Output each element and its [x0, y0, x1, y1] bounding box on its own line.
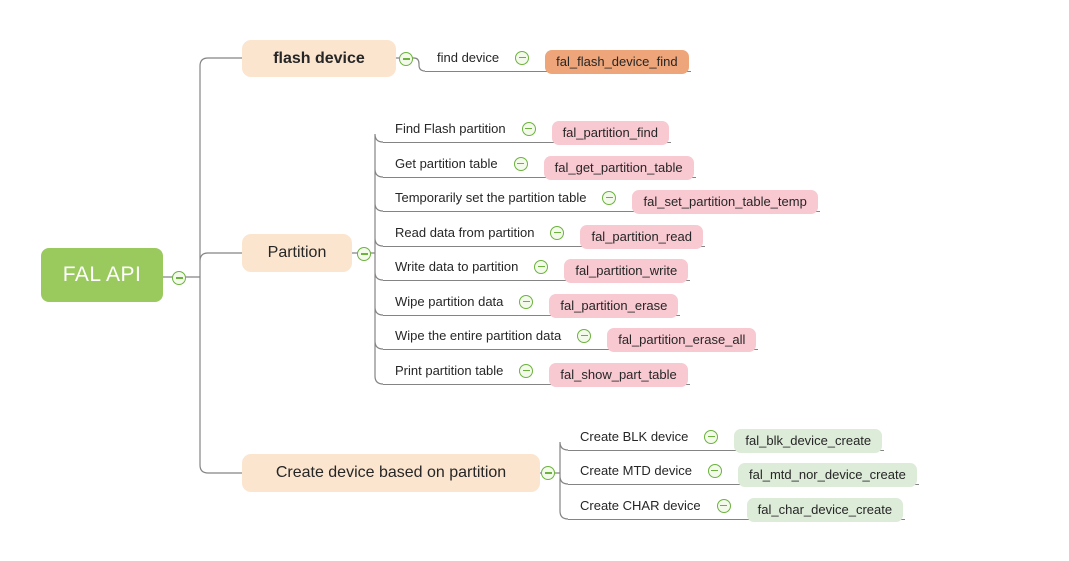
collapse-icon[interactable] — [521, 121, 536, 136]
branch-topic-label: Create device based on partition — [275, 464, 507, 481]
collapse-icon[interactable] — [716, 498, 731, 513]
root-topic[interactable]: FAL API — [41, 248, 163, 302]
collapse-icon[interactable] — [172, 271, 186, 285]
subtopic-label: Wipe partition data — [395, 294, 504, 309]
subtopic-row-find-device[interactable]: find device fal_flash_device_find — [425, 44, 691, 74]
collapse-icon[interactable] — [704, 429, 719, 444]
subtopic-label: Create MTD device — [580, 463, 692, 478]
subtopic-label: Find Flash partition — [395, 121, 506, 136]
collapse-icon[interactable] — [541, 466, 555, 480]
branch-topic-create-device[interactable]: Create device based on partition — [242, 454, 540, 492]
subtopic-label: find device — [437, 50, 500, 65]
subtopic-label: Print partition table — [395, 363, 504, 378]
subtopic-label: Write data to partition — [395, 259, 519, 274]
api-function-topic[interactable]: fal_get_partition_table — [543, 156, 694, 180]
subtopic-label: Create CHAR device — [580, 498, 701, 513]
subtopic-label: Create BLK device — [580, 429, 689, 444]
api-function-topic[interactable]: fal_flash_device_find — [545, 50, 689, 74]
subtopic-row[interactable]: Write data to partition fal_partition_wr… — [383, 253, 691, 283]
subtopic-row[interactable]: Find Flash partition fal_partition_find — [383, 115, 671, 145]
subtopic-row[interactable]: Create CHAR device fal_char_device_creat… — [568, 492, 906, 522]
branch-topic-label: flash device — [273, 49, 365, 67]
api-function-topic[interactable]: fal_blk_device_create — [734, 429, 883, 453]
collapse-icon[interactable] — [519, 294, 534, 309]
connector-root — [163, 57, 242, 474]
collapse-icon[interactable] — [515, 50, 530, 65]
api-function-topic[interactable]: fal_partition_erase — [549, 294, 679, 318]
subtopic-label: Get partition table — [395, 156, 498, 171]
collapse-icon[interactable] — [357, 247, 371, 261]
collapse-icon[interactable] — [513, 156, 528, 171]
api-function-topic[interactable]: fal_partition_erase_all — [607, 328, 757, 352]
root-topic-label: FAL API — [62, 263, 142, 286]
branch-topic-label: Partition — [267, 244, 327, 261]
subtopic-row[interactable]: Get partition table fal_get_partition_ta… — [383, 150, 696, 180]
collapse-icon[interactable] — [550, 225, 565, 240]
collapse-icon[interactable] — [602, 190, 617, 205]
api-function-topic[interactable]: fal_partition_write — [564, 259, 689, 283]
subtopic-row[interactable]: Temporarily set the partition table fal_… — [383, 184, 820, 214]
subtopic-row[interactable]: Read data from partition fal_partition_r… — [383, 219, 705, 249]
subtopic-row[interactable]: Print partition table fal_show_part_tabl… — [383, 357, 690, 387]
collapse-icon[interactable] — [519, 363, 534, 378]
api-function-topic[interactable]: fal_partition_read — [580, 225, 703, 249]
subtopic-row[interactable]: Wipe the entire partition data fal_parti… — [383, 322, 759, 352]
subtopic-row[interactable]: Create BLK device fal_blk_device_create — [568, 423, 885, 453]
subtopic-label: Wipe the entire partition data — [395, 328, 562, 343]
subtopic-row[interactable]: Create MTD device fal_mtd_nor_device_cre… — [568, 457, 919, 487]
collapse-icon[interactable] — [399, 52, 413, 66]
subtopic-label: Read data from partition — [395, 225, 535, 240]
subtopic-row[interactable]: Wipe partition data fal_partition_erase — [383, 288, 681, 318]
api-function-topic[interactable]: fal_partition_find — [551, 121, 669, 145]
connector-create — [540, 441, 569, 520]
branch-topic-partition[interactable]: Partition — [242, 234, 352, 272]
collapse-icon[interactable] — [707, 463, 722, 478]
api-function-topic[interactable]: fal_char_device_create — [746, 498, 904, 522]
api-function-topic[interactable]: fal_set_partition_table_temp — [632, 190, 818, 214]
subtopic-label: Temporarily set the partition table — [395, 190, 587, 205]
collapse-icon[interactable] — [534, 259, 549, 274]
api-function-topic[interactable]: fal_show_part_table — [549, 363, 688, 387]
branch-topic-flash-device[interactable]: flash device — [242, 40, 396, 77]
connector-flash — [396, 57, 426, 72]
collapse-icon[interactable] — [577, 328, 592, 343]
api-function-topic[interactable]: fal_mtd_nor_device_create — [737, 463, 917, 487]
